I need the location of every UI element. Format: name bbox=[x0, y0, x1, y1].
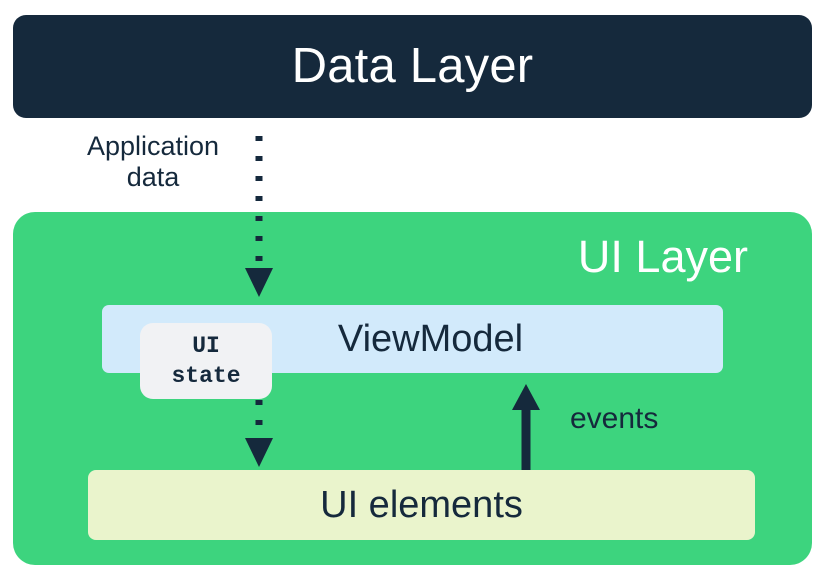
application-data-label-line1: Application bbox=[86, 131, 220, 161]
ui-state-chip: UI state bbox=[140, 323, 272, 399]
data-layer-title: Data Layer bbox=[291, 39, 534, 93]
data-layer-box: Data Layer bbox=[13, 15, 812, 118]
ui-elements-label: UI elements bbox=[320, 484, 523, 526]
ui-state-chip-line2: state bbox=[171, 363, 241, 389]
viewmodel-label: ViewModel bbox=[337, 318, 524, 360]
events-label: events bbox=[570, 402, 659, 435]
ui-layer-title: UI Layer bbox=[577, 231, 748, 282]
ui-state-chip-line1: UI bbox=[192, 332, 220, 359]
application-data-label-line2: data bbox=[126, 162, 180, 193]
ui-elements-box: UI elements bbox=[88, 470, 755, 540]
application-data-label: Application data bbox=[62, 131, 244, 194]
ui-layer-box: UI Layer ViewModel UI state events UI el… bbox=[13, 212, 812, 565]
